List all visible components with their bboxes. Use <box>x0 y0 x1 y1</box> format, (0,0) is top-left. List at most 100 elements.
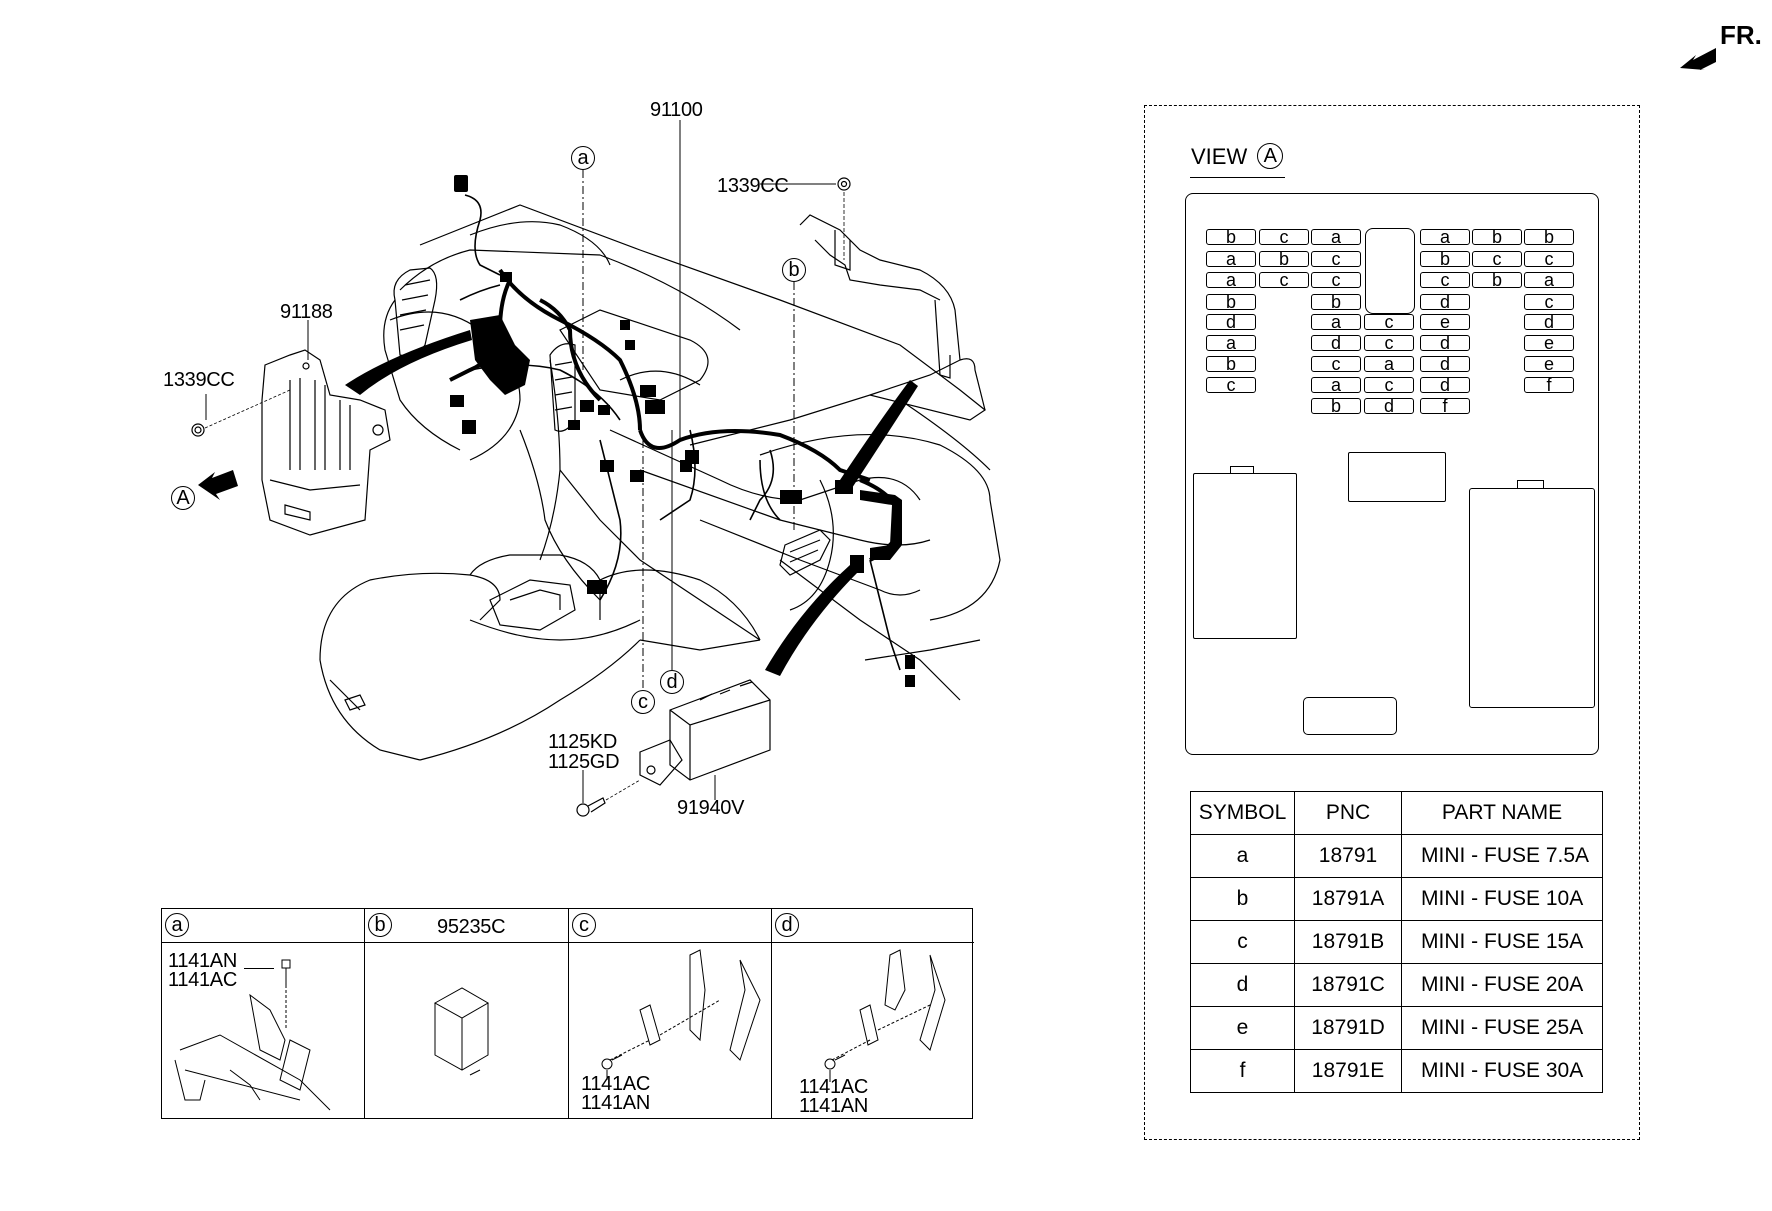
detail-header-d: d <box>772 909 974 943</box>
fuse-slot-d: d <box>1524 313 1574 331</box>
detail-a-part-2: 1141AC <box>168 969 237 991</box>
connector-slot-right <box>1469 488 1595 708</box>
legend-pnc: 18791A <box>1294 877 1402 921</box>
fuse-slot-b: b <box>1206 293 1256 311</box>
right-air-vent <box>779 529 831 576</box>
detail-b-marker: b <box>368 913 392 937</box>
fuse-slot-c: c <box>1364 313 1414 331</box>
detail-cell-d: d 1141AC 1141AN <box>772 909 974 1118</box>
fuse-slot-c: c <box>1259 228 1309 246</box>
connector-slot-bottom <box>1303 697 1397 735</box>
legend-part-name: MINI - FUSE 20A <box>1401 963 1603 1007</box>
legend-header-pnc: PNC <box>1294 791 1402 835</box>
legend-header-symbol: SYMBOL <box>1190 791 1295 835</box>
connector-slot-center <box>1348 452 1446 502</box>
front-direction-arrow-icon <box>1680 48 1716 70</box>
front-direction-label: FR. <box>1720 20 1762 50</box>
fuse-slot-d: d <box>1420 355 1470 373</box>
callout-1339cc-left: 1339CC <box>163 369 235 391</box>
fuse-slot-c: c <box>1311 250 1361 268</box>
detail-b-part: 95235C <box>437 916 506 938</box>
fuse-slot-a: a <box>1206 271 1256 289</box>
fuse-slot-d: d <box>1311 334 1361 352</box>
center-console <box>319 554 761 761</box>
legend-part-name: MINI - FUSE 30A <box>1401 1049 1603 1093</box>
fuse-slot-d: d <box>1420 293 1470 311</box>
fuse-slot-c: c <box>1420 271 1470 289</box>
detail-c-sketch <box>601 949 761 1080</box>
fuse-slot-b: b <box>1206 228 1256 246</box>
detail-header-c: c <box>569 909 771 943</box>
fuse-slot-c: c <box>1311 355 1361 373</box>
connector-left-tab <box>1230 466 1254 474</box>
legend-pnc: 18791C <box>1294 963 1402 1007</box>
view-title-marker: A <box>1257 143 1284 169</box>
fuse-slot-c: c <box>1364 376 1414 394</box>
fuse-slot-b: b <box>1420 250 1470 268</box>
detail-cell-a: a 1141AN 1141AC <box>162 909 365 1118</box>
legend-part-name: MINI - FUSE 10A <box>1401 877 1603 921</box>
legend-header-part-name: PART NAME <box>1401 791 1603 835</box>
fuse-slot-e: e <box>1524 355 1574 373</box>
fuse-slot-c: c <box>1524 250 1574 268</box>
legend-pnc: 18791 <box>1294 834 1402 878</box>
module-drawing <box>639 679 771 786</box>
legend-pnc: 18791D <box>1294 1006 1402 1050</box>
detail-cell-b: b 95235C <box>365 909 569 1118</box>
legend-symbol: c <box>1190 920 1295 964</box>
connector-slot-left <box>1193 473 1297 639</box>
view-a-title: VIEW A <box>1190 143 1286 178</box>
fuse-slot-a: a <box>1311 228 1361 246</box>
legend-symbol: b <box>1190 877 1295 921</box>
nut-left-drawing <box>191 389 291 437</box>
legend-symbol: a <box>1190 834 1295 878</box>
legend-symbol: e <box>1190 1006 1295 1050</box>
fuse-slot-a: a <box>1311 376 1361 394</box>
callout-1125kd: 1125KD <box>548 731 617 753</box>
view-a-panel <box>1144 105 1640 1140</box>
dashboard-outline <box>383 204 1001 701</box>
legend-part-name: MINI - FUSE 25A <box>1401 1006 1603 1050</box>
fuse-slot-e: e <box>1420 313 1470 331</box>
fuse-slot-c: c <box>1311 271 1361 289</box>
detail-c-part-2: 1141AN <box>581 1092 650 1114</box>
fuse-slot-d: d <box>1206 313 1256 331</box>
callout-1339cc-right: 1339CC <box>717 175 789 197</box>
detail-b-relay-sketch <box>433 987 490 1076</box>
fuse-slot-b: b <box>1472 271 1522 289</box>
legend-pnc: 18791E <box>1294 1049 1402 1093</box>
detail-marker-c: c <box>631 690 655 714</box>
fuse-slot-a: a <box>1524 271 1574 289</box>
callout-1125gd: 1125GD <box>548 751 620 773</box>
detail-a-marker: a <box>165 913 189 937</box>
fuse-slot-b: b <box>1311 397 1361 415</box>
fuse-slot-d: d <box>1420 334 1470 352</box>
detail-d-part-2: 1141AN <box>799 1095 868 1117</box>
detail-marker-b: b <box>782 258 806 282</box>
fuse-slot-d: d <box>1364 397 1414 415</box>
fuse-slot-a: a <box>1420 228 1470 246</box>
harness-cluster <box>345 175 918 687</box>
detail-views-panel: a 1141AN 1141AC b 95235C c 1141AC 1141AN… <box>161 908 974 1119</box>
relay-slot-top <box>1365 228 1415 314</box>
callout-91940v: 91940V <box>677 797 745 819</box>
detail-header-b: b 95235C <box>365 909 568 943</box>
detail-d-sketch <box>824 949 946 1082</box>
fuse-slot-c: c <box>1472 250 1522 268</box>
fuse-slot-e: e <box>1524 334 1574 352</box>
view-title-text: VIEW <box>1191 143 1248 169</box>
branch-wires <box>459 194 901 671</box>
detail-c-marker: c <box>572 913 596 937</box>
fuse-slot-c: c <box>1364 334 1414 352</box>
view-a-marker: A <box>171 486 195 510</box>
fuse-slot-f: f <box>1420 397 1470 415</box>
callout-91100: 91100 <box>650 99 703 121</box>
fuse-slot-b: b <box>1311 293 1361 311</box>
